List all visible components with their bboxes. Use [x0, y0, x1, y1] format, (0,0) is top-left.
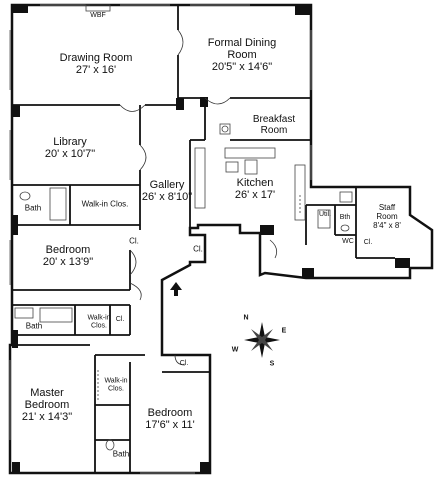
- breakfast-room-label: Breakfast Room: [253, 114, 295, 136]
- gallery-name: Gallery: [149, 178, 185, 191]
- bedroom2-dims: 17'6" x 11': [145, 419, 195, 431]
- gallery-label: Gallery 26' x 8'10": [142, 179, 192, 203]
- drawing-room-name: Drawing Room: [59, 51, 133, 64]
- formal-dining-label: Formal Dining Room 20'5" x 14'6": [208, 37, 276, 73]
- cl-bottom-label: Cl.: [179, 360, 189, 368]
- cl-entry-label: Cl.: [193, 244, 203, 254]
- staff-room-label: Staff Room 8'4" x 8': [373, 202, 401, 230]
- wall-pillars: [12, 5, 410, 473]
- bedroom2-label: Bedroom 17'6" x 11': [145, 407, 195, 431]
- compass-n: N: [243, 314, 249, 322]
- bath-top-label: Bath: [24, 203, 42, 213]
- kitchen-label: Kitchen 26' x 17': [235, 177, 275, 201]
- bedroom1-name: Bedroom: [45, 243, 91, 256]
- walkin-mid-l2: Clos.: [91, 322, 107, 329]
- wc-label: WC: [342, 238, 354, 246]
- wbf-label: WBF: [90, 12, 106, 20]
- bedroom2-name: Bedroom: [147, 406, 193, 419]
- fixtures: [14, 4, 353, 451]
- staff-room-name-l1: Staff: [378, 202, 396, 212]
- cl-mid-label: Cl.: [115, 316, 125, 324]
- kitchen-name: Kitchen: [236, 176, 274, 189]
- library-name: Library: [53, 135, 87, 148]
- bedroom1-label: Bedroom 20' x 13'9": [43, 244, 93, 268]
- walkin-bottom-l2: Clos.: [108, 385, 124, 392]
- library-label: Library 20' x 10'7": [45, 136, 95, 160]
- gallery-dims: 26' x 8'10": [141, 191, 193, 203]
- doors: [119, 29, 278, 366]
- bath-mid-label: Bath: [25, 321, 43, 331]
- entry-arrow: [170, 282, 182, 296]
- drawing-room-dims: 27' x 16': [75, 64, 117, 76]
- compass-rose: [244, 322, 280, 358]
- breakfast-room-name-l2: Room: [260, 125, 288, 136]
- formal-dining-name-l1: Formal Dining: [207, 36, 277, 49]
- windows: [9, 4, 312, 474]
- util-label: Util.: [318, 211, 332, 219]
- master-bedroom-dims: 21' x 14'3": [21, 411, 73, 424]
- drawing-room-label: Drawing Room 27' x 16': [60, 52, 133, 76]
- breakfast-room-name-l1: Breakfast: [252, 114, 296, 125]
- master-bedroom-label: Master Bedroom 21' x 14'3": [22, 387, 72, 423]
- bath-bottom-label: Bath: [112, 449, 130, 459]
- walkin-bottom-l1: Walk-in: [104, 377, 128, 385]
- staff-room-name-l2: Room: [376, 211, 398, 221]
- walkin-mid-l1: Walk-in: [87, 314, 111, 322]
- walkin-top-label: Walk-in Clos.: [81, 199, 129, 209]
- compass-e: E: [281, 327, 287, 335]
- compass-w: W: [231, 346, 239, 354]
- staff-room-dims: 8'4" x 8': [373, 220, 401, 230]
- formal-dining-dims: 20'5" x 14'6": [211, 61, 273, 74]
- formal-dining-name-l2: Room: [227, 48, 257, 61]
- master-bedroom-name-l2: Bedroom: [24, 398, 70, 411]
- kitchen-dims: 26' x 17': [234, 189, 276, 201]
- cl-staff-label: Cl.: [363, 239, 373, 247]
- compass-s: S: [269, 360, 275, 368]
- bath-staff-label: Bth: [339, 214, 351, 222]
- master-bedroom-name-l1: Master: [30, 386, 64, 399]
- walkin-mid-label: Walk-in Clos.: [87, 314, 110, 329]
- walkin-bottom-label: Walk-in Clos.: [104, 377, 127, 392]
- bedroom1-dims: 20' x 13'9": [42, 256, 94, 268]
- cl-gallery-label: Cl.: [129, 236, 139, 246]
- library-dims: 20' x 10'7": [44, 148, 96, 160]
